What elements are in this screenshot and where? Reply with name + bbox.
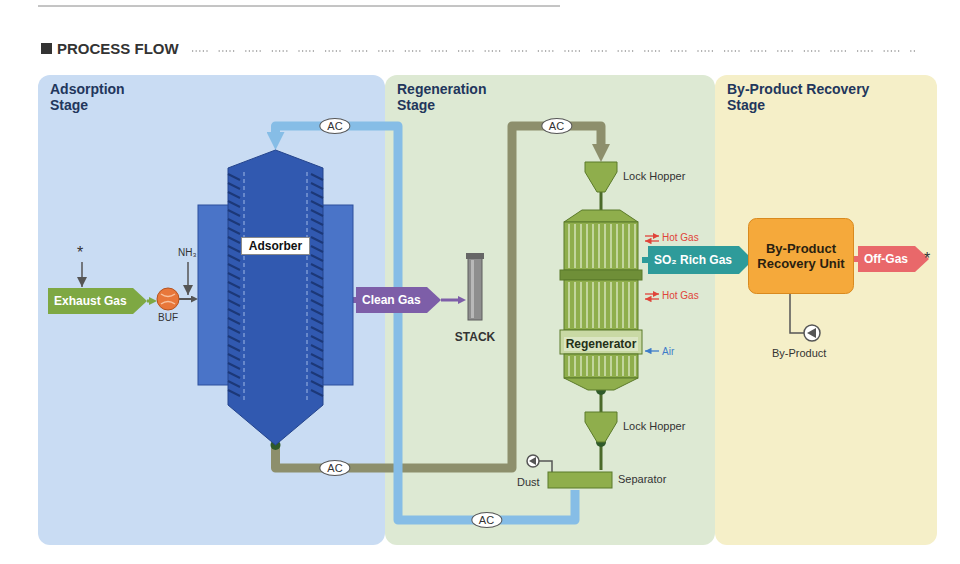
stage-heading: By-Product Recovery Stage xyxy=(727,81,897,113)
shape-outline xyxy=(150,288,186,312)
node-label: STACK xyxy=(448,330,502,344)
node-label: Clean Gas xyxy=(362,293,421,307)
gas-arrow: SO₂ Rich Gas xyxy=(648,246,753,274)
node-label: Separator xyxy=(618,473,692,485)
gas-arrow: Off-Gas xyxy=(858,246,929,272)
asterisk-mark: * xyxy=(77,244,83,262)
shape-outline xyxy=(448,250,502,325)
hot-gas-arrow xyxy=(645,240,659,241)
air-label: Air xyxy=(662,346,674,357)
ammonia-arrow xyxy=(187,262,189,295)
shape-outline xyxy=(198,150,353,445)
node-label: SO₂ Rich Gas xyxy=(654,253,732,267)
adsorber-vessel: Adsorber xyxy=(198,150,353,445)
joint-dot xyxy=(596,437,606,447)
dotted-rule xyxy=(192,50,915,51)
byproduct-label: By-Product xyxy=(772,347,826,359)
flow-connector xyxy=(600,192,603,210)
stage-panel: By-Product Recovery StageBy-Product Reco… xyxy=(715,75,937,545)
hot-gas-arrow xyxy=(645,293,659,294)
chemical-label: NH₃ xyxy=(178,247,197,258)
ac-badge: AC xyxy=(319,460,350,476)
flow-connector xyxy=(441,299,458,302)
ac-badge: AC xyxy=(319,118,350,134)
byproduct-line xyxy=(790,294,804,333)
node-label: Lock Hopper xyxy=(623,170,709,182)
process-box: By-Product Recovery Unit xyxy=(748,218,854,294)
ac-badge: AC xyxy=(541,118,572,134)
byproduct-pump xyxy=(804,325,820,341)
title-square xyxy=(41,43,52,54)
node-label: Exhaust Gas xyxy=(54,294,127,308)
lock-hopper: Lock Hopper xyxy=(585,412,709,442)
stage-panel: Regeneration StageClean GasSTACKLock Hop… xyxy=(385,75,715,545)
shape-outline xyxy=(548,470,612,490)
node-label: By-Product Recovery Unit xyxy=(754,241,848,271)
air-arrow xyxy=(645,350,659,351)
input-arrow xyxy=(81,262,83,287)
blower-fan: BUF xyxy=(150,288,186,328)
diagram-title: PROCESS FLOW xyxy=(57,40,179,57)
shape-outline xyxy=(585,412,617,442)
stage-heading: Adsorption Stage xyxy=(50,81,150,113)
dust-line xyxy=(539,461,552,472)
node-label: BUF xyxy=(150,312,186,323)
asterisk-mark: * xyxy=(924,250,930,268)
node-label: Lock Hopper xyxy=(623,420,709,432)
shape-outline xyxy=(585,162,617,192)
node-label: Regenerator xyxy=(564,337,639,351)
gas-arrow: Exhaust Gas xyxy=(48,288,147,314)
node-label: Adsorber xyxy=(241,237,310,255)
dust-label: Dust xyxy=(517,476,540,488)
flow-connector xyxy=(276,126,602,468)
flow-connector xyxy=(353,297,356,303)
lock-hopper: Lock Hopper xyxy=(585,162,709,192)
hot-gas-arrow xyxy=(645,298,659,299)
hot-gas-label: Hot Gas xyxy=(662,232,699,243)
joint-dot xyxy=(271,440,281,450)
flow-connector xyxy=(751,259,755,262)
gas-arrow: Clean Gas xyxy=(356,287,441,313)
dust-pump xyxy=(529,457,536,465)
joint-dot xyxy=(596,385,606,395)
stage-heading: Regeneration Stage xyxy=(397,81,512,113)
hot-gas-label: Hot Gas xyxy=(662,290,699,301)
hot-gas-arrow xyxy=(645,235,659,236)
stack-chimney: STACK xyxy=(448,250,502,350)
dust-pump xyxy=(527,455,539,467)
flow-connector xyxy=(854,256,858,262)
top-rule xyxy=(38,6,560,7)
byproduct-pump xyxy=(807,328,816,338)
flow-connector xyxy=(147,300,149,303)
ac-badge: AC xyxy=(471,512,502,528)
flow-connector xyxy=(642,257,648,263)
regenerator-vessel: Regenerator xyxy=(560,210,642,390)
separator: Separator xyxy=(548,470,692,490)
flow-connector xyxy=(276,126,576,520)
shape-outline xyxy=(560,210,642,390)
flow-connector xyxy=(179,298,191,300)
node-label: Off-Gas xyxy=(864,252,908,266)
